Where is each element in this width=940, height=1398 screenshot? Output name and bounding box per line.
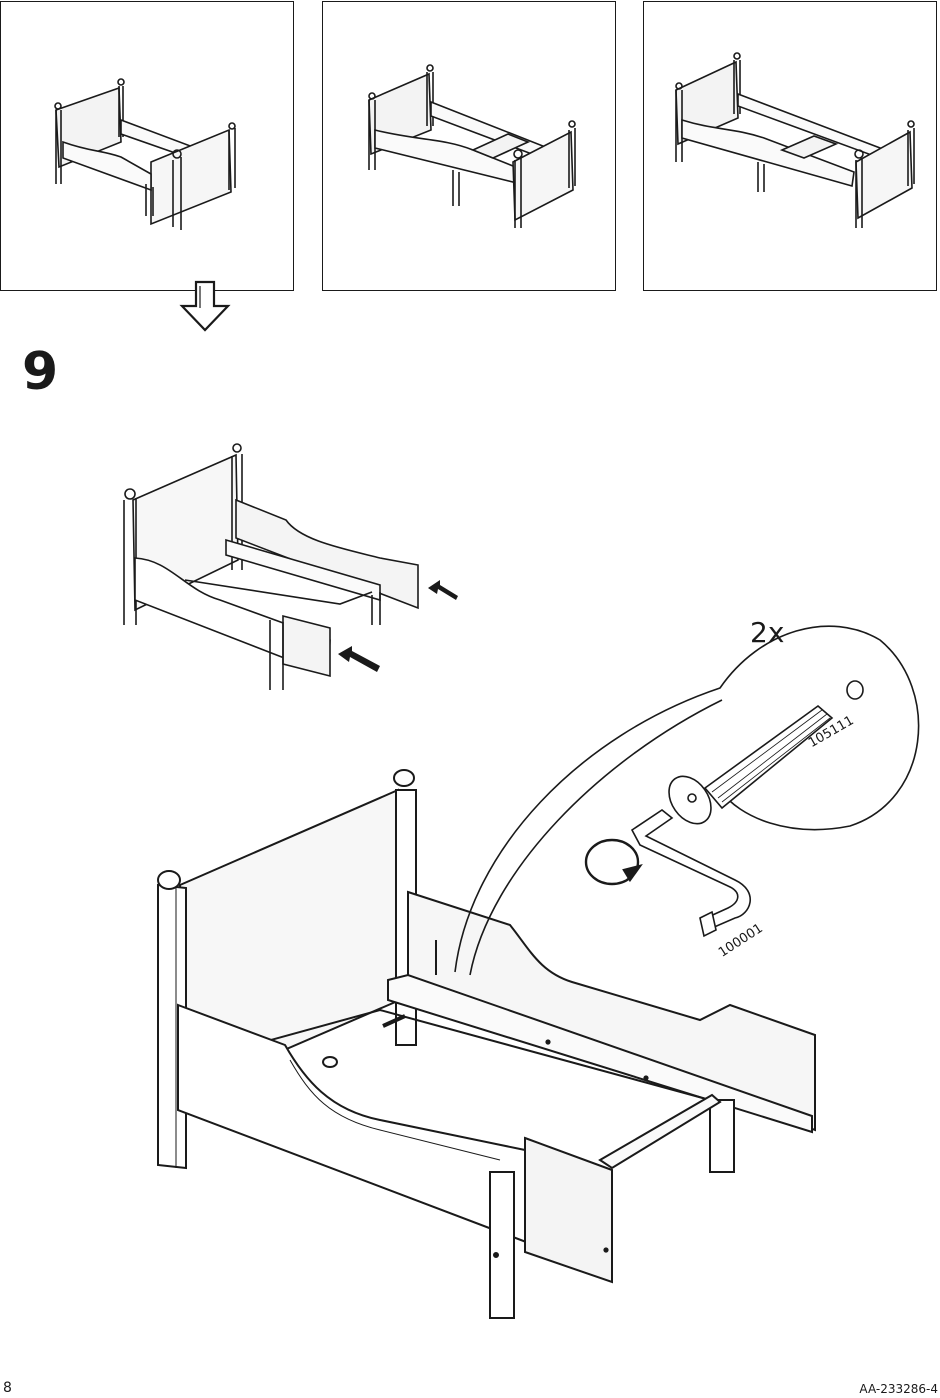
preview-panel-short <box>0 1 294 291</box>
hollow-down-arrow-icon <box>179 280 231 332</box>
document-code: AA-233286-4 <box>859 1382 938 1396</box>
main-bed-drawing <box>157 769 816 1319</box>
preview-panel-medium <box>322 1 616 291</box>
bed-medium-illustration <box>368 64 576 228</box>
page-number: 8 <box>3 1380 12 1396</box>
allen-key-icon <box>630 809 752 938</box>
insert-arrow-icon <box>428 580 458 600</box>
overview-bed-drawing <box>123 443 419 690</box>
detail-callout <box>454 625 920 976</box>
screw-icon <box>668 680 864 825</box>
bed-long-illustration <box>675 52 915 228</box>
step-number: 9 <box>22 342 59 402</box>
rotate-clockwise-icon <box>584 838 643 886</box>
insert-arrow-icon <box>338 646 380 672</box>
bed-short-illustration <box>54 78 236 230</box>
preview-panel-long <box>643 1 937 291</box>
quantity-label: 2x <box>750 616 785 649</box>
